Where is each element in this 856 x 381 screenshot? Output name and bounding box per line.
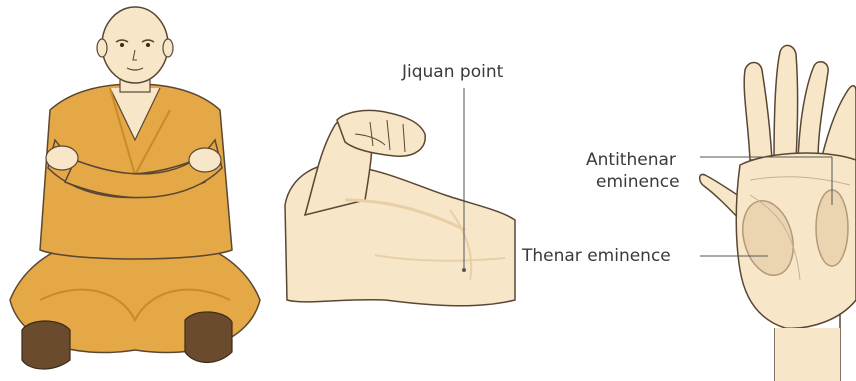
left-shoe [22, 321, 70, 369]
flexed-arm-panel [275, 0, 525, 381]
jiquan-label: Jiquan point [402, 62, 503, 82]
arm-icon [275, 0, 525, 381]
antithenar-label-line1: Antithenar [586, 150, 676, 170]
open-palm-panel [690, 0, 856, 381]
jiquan-point-marker [462, 268, 466, 272]
monk-head [102, 7, 168, 83]
antithenar-label-line2: eminence [596, 172, 680, 192]
seated-monk-panel [0, 0, 270, 381]
seated-figure-icon [0, 0, 270, 381]
left-hand [46, 146, 78, 170]
finger-pinky [744, 63, 772, 161]
right-shoe [185, 312, 232, 363]
thenar-label: Thenar eminence [522, 246, 671, 266]
finger-middle [798, 62, 828, 160]
right-hand [189, 148, 221, 172]
finger-ring [774, 45, 798, 160]
palm-icon [690, 0, 856, 381]
